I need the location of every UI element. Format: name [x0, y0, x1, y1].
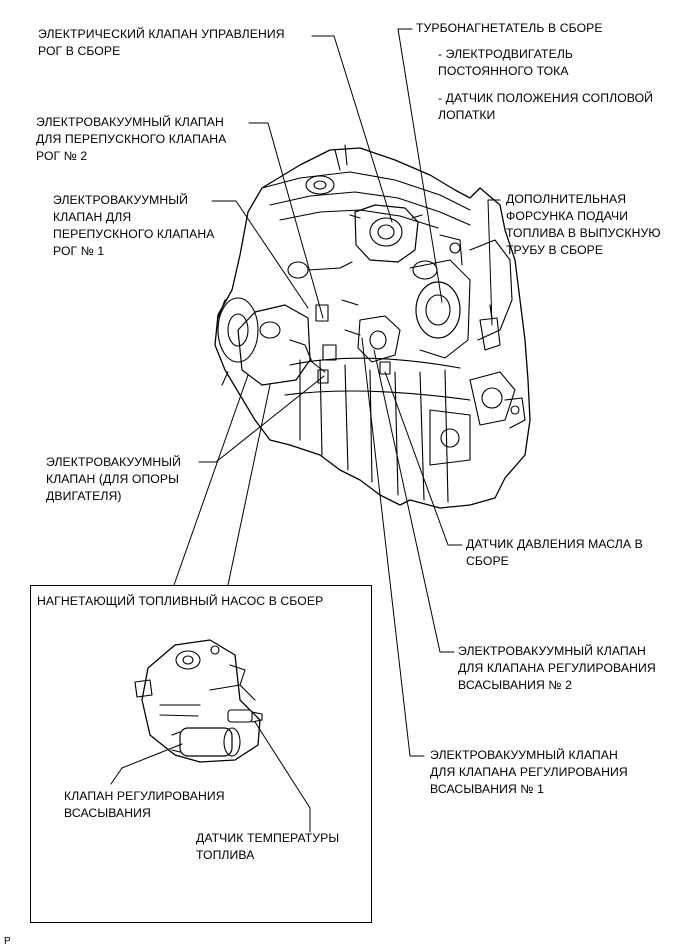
label-vsv-engine-mount: ЭЛЕКТРОВАКУУМНЫЙ КЛАПАН (ДЛЯ ОПОРЫ ДВИГА…: [46, 455, 182, 503]
leader-lines: [110, 28, 501, 833]
label-vsv-intake-2: ЭЛЕКТРОВАКУУМНЫЙ КЛАПАН ДЛЯ КЛАПАНА РЕГУ…: [458, 644, 656, 692]
label-suction-control-valve: КЛАПАН РЕГУЛИРОВАНИЯ ВСАСЫВАНИЯ: [64, 789, 225, 820]
label-turbocharger: ТУРБОНАГНЕТАТЕЛЬ В СБОРЕ: [416, 21, 603, 35]
corner-mark: P: [4, 936, 11, 947]
supply-pump-inset-drawing: [134, 639, 263, 763]
label-fuel-temp-sensor: ДАТЧИК ТЕМПЕРАТУРЫ ТОПЛИВА: [196, 831, 340, 862]
label-vsv-intake-1: ЭЛЕКТРОВАКУУМНЫЙ КЛАПАН ДЛЯ КЛАПАНА РЕГУ…: [430, 748, 628, 796]
engine-block-drawing: [214, 144, 531, 509]
exhaust-injector-drawing: [479, 304, 501, 351]
supply-pump-on-engine-drawing: [237, 304, 326, 386]
vsv-cluster-drawing: [287, 261, 401, 384]
inset-title: НАГНЕТАЮЩИЙ ТОПЛИВНЫЙ НАСОС В СБОЕР: [37, 594, 324, 608]
turbocharger-drawing: [409, 234, 471, 359]
label-vsv-egr-bypass-2: ЭЛЕКТРОВАКУУМНЫЙ КЛАПАН ДЛЯ ПЕРЕПУСКНОГО…: [36, 115, 227, 163]
label-oil-pressure-sensor: ДАТЧИК ДАВЛЕНИЯ МАСЛА В СБОРЕ: [466, 537, 643, 568]
label-dc-motor: - ЭЛЕКТРОДВИГАТЕЛЬ ПОСТОЯННОГО ТОКА: [438, 47, 574, 78]
egr-valve-drawing: [349, 204, 423, 263]
label-egr-control-valve: ЭЛЕКТРИЧЕСКИЙ КЛАПАН УПРАВЛЕНИЯ РОГ В СБ…: [38, 27, 285, 58]
label-nozzle-vane-sensor: - ДАТЧИК ПОЛОЖЕНИЯ СОПЛОВОЙ ЛОПАТКИ: [438, 91, 654, 122]
label-exhaust-injector: ДОПОЛНИТЕЛЬНАЯ ФОРСУНКА ПОДАЧИ ТОПЛИВА В…: [506, 192, 661, 257]
label-vsv-egr-bypass-1: ЭЛЕКТРОВАКУУМНЫЙ КЛАПАН ДЛЯ ПЕРЕПУСКНОГО…: [53, 193, 215, 258]
supply-pump-inset-box: [30, 585, 372, 923]
